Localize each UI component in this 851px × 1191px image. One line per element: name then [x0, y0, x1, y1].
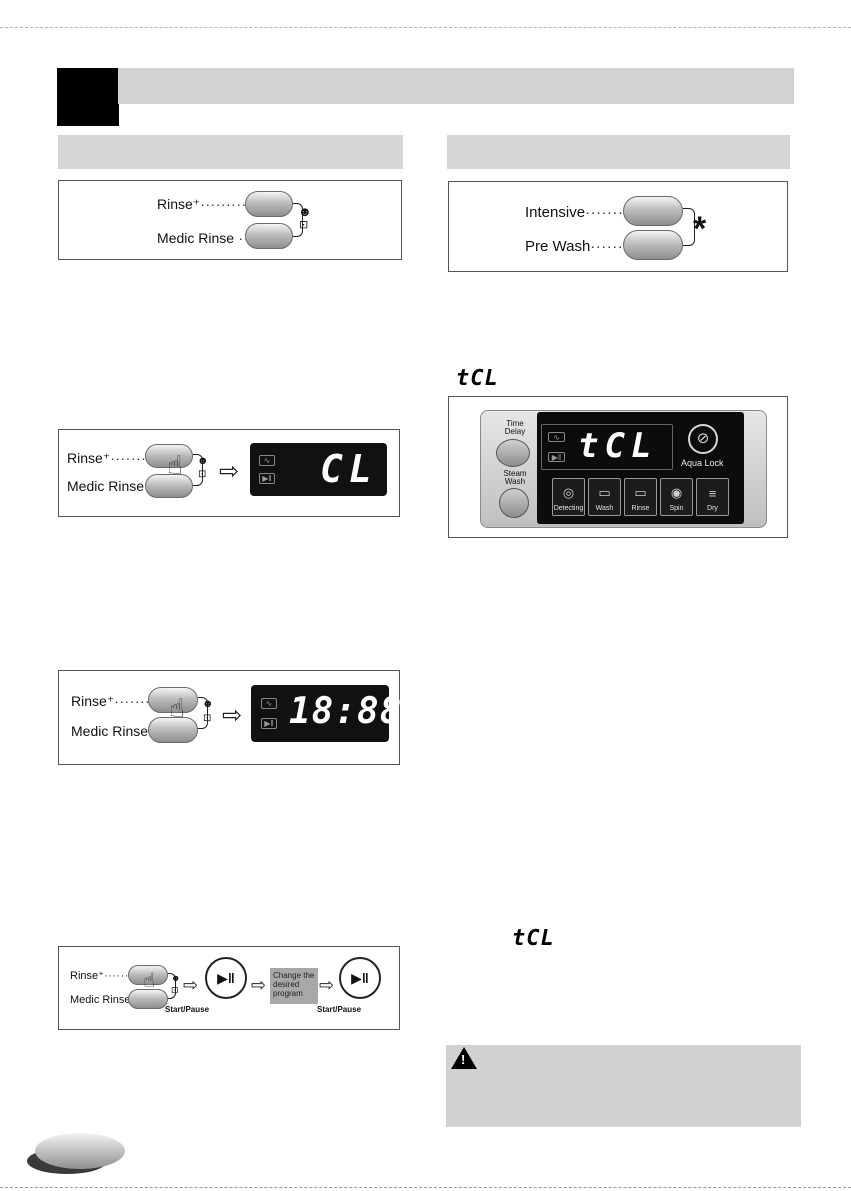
time-display: ∿ ▶‖ 18:88 — [251, 685, 401, 742]
top-dashed-rule — [0, 27, 851, 28]
child-lock-section-bar — [58, 135, 403, 169]
play-pause-icon: ▶‖ — [351, 969, 369, 986]
time-display-text: 18:88 — [289, 691, 403, 732]
start-pause-button[interactable]: ▶‖ — [339, 957, 381, 999]
change-program-box: Change the desired program — [270, 968, 318, 1004]
spin-button[interactable]: ◉Spin — [660, 478, 693, 516]
rinse-plus-button[interactable] — [128, 965, 168, 985]
lock-icon: ⊡ — [299, 219, 309, 231]
wifi-icon: ∿ — [259, 455, 275, 466]
start-pause-caption: Start/Pause — [317, 1005, 362, 1014]
wash-button[interactable]: ▭Wash — [588, 478, 621, 516]
arrow-right-icon: ⇨ — [183, 975, 199, 995]
start-pause-button[interactable]: ▶‖ — [205, 957, 247, 999]
child-lock-button-panel: Rinse⁺············ Medic Rinse ··· ☻ ⊡ — [58, 180, 402, 260]
child-lock-cl-panel: Rinse⁺·········· Medic Rinse··· ☝ ☻ ⊡ ⇨ … — [58, 429, 400, 517]
medic-rinse-button[interactable] — [148, 717, 198, 743]
wash-icon: ▭ — [598, 485, 611, 500]
play-pause-icon: ▶‖ — [548, 452, 565, 462]
header-bar — [118, 68, 794, 104]
rinse-plus-button[interactable] — [148, 687, 198, 713]
tcl-code-symbol-2: tCL — [512, 926, 555, 951]
rinse-button[interactable]: ▭Rinse — [624, 478, 657, 516]
arrow-right-icon: ⇨ — [219, 458, 240, 485]
lock-icon: ⊡ — [171, 985, 179, 995]
medic-rinse-label: Medic Rinse ··· — [157, 230, 254, 246]
button-combo-bracket — [198, 697, 208, 729]
hand-pointer-icon: ☝ — [143, 970, 156, 992]
intensive-button[interactable] — [623, 196, 683, 226]
arrow-right-icon: ⇨ — [319, 975, 335, 995]
steam-wash-button[interactable] — [499, 488, 529, 518]
wifi-icon: ∿ — [261, 698, 277, 709]
change-program-sequence-panel: Rinse⁺·········· Medic Rinse ··· ☝ ☻ ⊡ ⇨… — [58, 946, 400, 1030]
detecting-button[interactable]: ◎Detecting — [552, 478, 585, 516]
aqua-lock-icon: ⊘ — [688, 424, 718, 454]
lock-icon: ⊡ — [198, 469, 207, 480]
steam-wash-label: Steam Wash — [503, 469, 527, 486]
medic-rinse-button[interactable] — [245, 223, 293, 249]
detecting-icon: ◎ — [562, 485, 575, 500]
aqua-lock-label: Aqua Lock — [681, 458, 724, 468]
bottom-dashed-rule — [0, 1187, 851, 1188]
intensive-label: Intensive······· — [525, 204, 624, 221]
button-combo-bracket — [293, 203, 303, 237]
child-lock-icon: ☻ — [298, 204, 312, 219]
display-window: ∿ ▶‖ tCL — [541, 424, 673, 470]
play-pause-icon: ▶‖ — [217, 969, 235, 986]
start-pause-caption: Start/Pause — [165, 1005, 210, 1014]
time-delay-button[interactable] — [496, 439, 530, 467]
tcl-display-text: tCL — [578, 426, 658, 466]
arrow-right-icon: ⇨ — [251, 975, 267, 995]
time-delay-label: Time Delay — [504, 419, 526, 436]
tcl-code-symbol: tCL — [456, 366, 499, 391]
rinse-icon: ▭ — [634, 485, 647, 500]
rinse-plus-button[interactable] — [145, 444, 193, 468]
hand-pointer-icon: ☝ — [169, 693, 185, 723]
cl-display: ∿ ▶‖ CL — [250, 443, 387, 496]
child-lock-release-panel: Rinse⁺·········· Medic Rinse ··· ☝ ☻ ⊡ ⇨… — [58, 670, 401, 765]
button-combo-bracket — [193, 454, 203, 486]
hand-pointer-icon: ☝ — [167, 450, 183, 480]
control-panel-display-area: ∿ ▶‖ tCL ⊘ Aqua Lock ◎Detecting ▭Wash ▭R… — [537, 412, 744, 524]
header-black-block — [57, 68, 119, 126]
warning-box — [446, 1045, 801, 1127]
pre-wash-label: Pre Wash······ — [525, 238, 624, 255]
arrow-right-icon: ⇨ — [222, 702, 243, 729]
medic-rinse-button[interactable] — [128, 989, 168, 1009]
page-number-tab — [35, 1133, 125, 1169]
button-combo-bracket — [168, 973, 176, 999]
play-pause-icon: ▶‖ — [259, 473, 275, 484]
button-combo-bracket — [683, 208, 695, 246]
dry-button[interactable]: ≡Dry — [696, 478, 729, 516]
tub-clean-button-panel: Intensive······· Pre Wash······ * — [448, 181, 788, 272]
dry-icon: ≡ — [708, 486, 717, 501]
medic-rinse-button[interactable] — [145, 474, 193, 498]
pre-wash-button[interactable] — [623, 230, 683, 260]
warning-icon: ! — [451, 1047, 477, 1069]
combo-asterisk-symbol: * — [693, 210, 707, 248]
play-pause-icon: ▶‖ — [261, 718, 277, 729]
child-lock-icon: ☻ — [202, 698, 214, 710]
child-lock-icon: ☻ — [197, 455, 209, 467]
cl-display-text: CL — [320, 447, 378, 491]
child-lock-icon: ☻ — [171, 973, 181, 983]
lock-icon: ⊡ — [203, 713, 212, 724]
spin-icon: ◉ — [670, 485, 683, 500]
wifi-icon: ∿ — [548, 432, 565, 442]
rinse-plus-button[interactable] — [245, 191, 293, 217]
tub-clean-section-bar — [447, 135, 790, 169]
